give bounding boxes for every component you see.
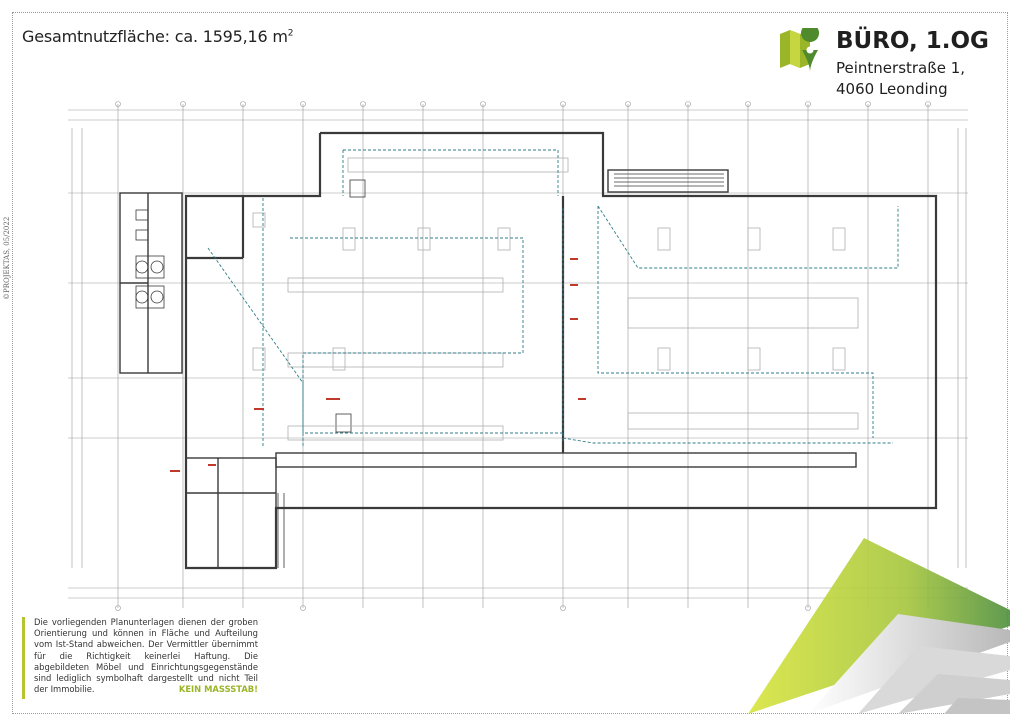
- usable-area-text: Gesamtnutzfläche: ca. 1595,16 m: [22, 27, 288, 46]
- no-scale-notice: KEIN MASSSTAB!: [178, 684, 258, 695]
- decorative-corner-graphic: [748, 538, 1010, 714]
- page-title: BÜRO, 1.OG: [836, 28, 989, 54]
- usable-area-label: Gesamtnutzfläche: ca. 1595,16 m2: [22, 27, 293, 46]
- address-block: Peintnerstraße 1, 4060 Leonding: [836, 58, 965, 100]
- brand-map-pin-icon: [780, 28, 820, 72]
- disclaimer-box: Die vorliegenden Planunterlagen dienen d…: [22, 617, 258, 699]
- address-street: Peintnerstraße 1,: [836, 59, 966, 77]
- address-city: 4060 Leonding: [836, 80, 948, 98]
- disclaimer-text: Die vorliegenden Planunterlagen dienen d…: [34, 617, 258, 695]
- area-unit-superscript: 2: [287, 28, 294, 39]
- copyright-note: ©PROJEKTAS, 05/2022: [3, 216, 11, 300]
- floor-plan-drawing: [68, 101, 968, 611]
